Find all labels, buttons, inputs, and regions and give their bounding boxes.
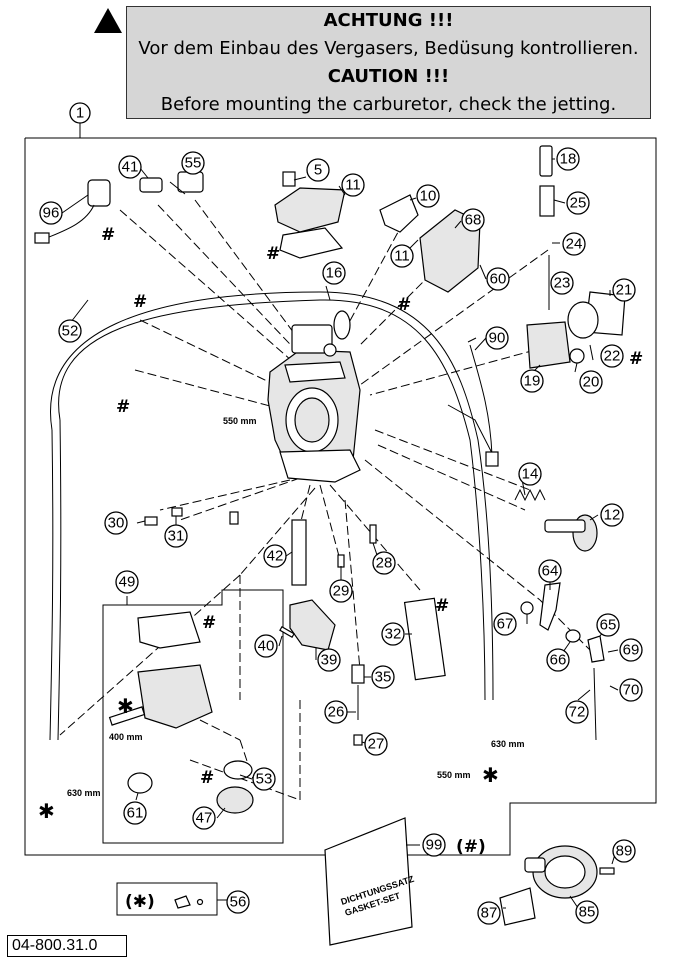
callout-47: 47 — [196, 810, 213, 827]
accelerator-pump — [526, 321, 571, 369]
callout-26: 26 — [328, 704, 345, 721]
asterisk-mark: ✱ — [482, 763, 499, 787]
callout-18: 18 — [560, 151, 577, 168]
caution-title-de: ACHTUNG !!! — [323, 10, 454, 31]
callout-87: 87 — [481, 905, 498, 922]
callout-32: 32 — [385, 626, 402, 643]
gasket-set-bag: DICHTUNGSSATZ GASKET-SET — [324, 817, 416, 946]
callout-35: 35 — [375, 669, 392, 686]
hash-mark: # — [397, 295, 411, 315]
callout-20: 20 — [583, 374, 600, 391]
callout-12: 12 — [604, 507, 621, 524]
callout-70: 70 — [623, 682, 640, 699]
document-code: 04-800.31.0 — [7, 935, 127, 957]
hash-mark: # — [200, 768, 214, 788]
callout-19: 19 — [524, 373, 541, 390]
length-label-630mm: 630 mm — [67, 788, 101, 798]
gasket-set-marker: (#) — [456, 837, 486, 857]
callout-66: 66 — [550, 652, 567, 669]
callout-25: 25 — [570, 195, 587, 212]
length-label-550mm: 550 mm — [223, 416, 257, 426]
callout-69: 69 — [623, 642, 640, 659]
callout-21: 21 — [616, 282, 633, 299]
hash-mark: # — [101, 225, 115, 245]
callout-31: 31 — [168, 528, 185, 545]
asterisk-mark: ✱ — [38, 799, 55, 823]
float-bowl-frame — [102, 589, 284, 844]
hash-mark: # — [133, 292, 147, 312]
hash-mark: # — [116, 397, 130, 417]
callout-24: 24 — [566, 236, 583, 253]
callout-22: 22 — [604, 348, 621, 365]
callout-28: 28 — [376, 555, 393, 572]
hash-mark: # — [435, 596, 449, 616]
callout-39: 39 — [321, 652, 338, 669]
callout-5: 5 — [314, 162, 322, 179]
gasket-markers: # # # # # # # # # (#) — [101, 225, 643, 857]
callout-96: 96 — [43, 205, 60, 222]
throttle-sensor — [34, 179, 111, 244]
caution-text-en: Before mounting the carburetor, check th… — [160, 94, 617, 115]
callout-1: 1 — [76, 105, 84, 122]
main-frame — [24, 137, 657, 856]
hash-mark: # — [202, 613, 216, 633]
callout-68: 68 — [465, 212, 482, 229]
length-label-630mm: 630 mm — [491, 739, 525, 749]
float-bowl — [108, 611, 254, 814]
callout-55: 55 — [185, 155, 202, 172]
length-label-400mm: 400 mm — [109, 732, 143, 742]
callout-10: 10 — [420, 188, 437, 205]
callout-11-top: 11 — [345, 177, 361, 194]
callout-41: 41 — [122, 159, 139, 176]
callout-30: 30 — [108, 515, 125, 532]
caution-box: ACHTUNG !!! Vor dem Einbau des Vergasers… — [126, 6, 651, 119]
callout-40: 40 — [258, 638, 275, 655]
top-cover — [274, 187, 346, 233]
callout-14: 14 — [522, 466, 539, 483]
float — [289, 599, 336, 651]
hash-mark: # — [629, 349, 643, 369]
callout-72: 72 — [569, 704, 586, 721]
callout-53: 53 — [256, 771, 273, 788]
throttle-lever — [539, 582, 561, 631]
small-parts-marker: (✱) — [125, 892, 155, 912]
intake-clamp — [499, 845, 615, 926]
callout-61: 61 — [127, 805, 144, 822]
warning-triangle-icon — [94, 8, 122, 33]
callout-16: 16 — [326, 265, 343, 282]
callout-56: 56 — [230, 894, 247, 911]
callout-29: 29 — [333, 583, 350, 600]
asterisk-mark: ✱ — [117, 694, 134, 718]
callout-27: 27 — [368, 736, 385, 753]
small-parts-box — [116, 882, 218, 916]
callout-49: 49 — [119, 574, 136, 591]
callout-52: 52 — [62, 323, 79, 340]
callout-11-lower: 11 — [394, 248, 410, 265]
caution-text-de: Vor dem Einbau des Vergasers, Bedüsung k… — [138, 38, 639, 59]
throttle-cable — [469, 344, 493, 456]
callout-64: 64 — [542, 563, 559, 580]
callout-42: 42 — [267, 548, 284, 565]
callout-89: 89 — [616, 843, 633, 860]
throttle-cover — [419, 209, 481, 293]
callout-90: 90 — [489, 330, 506, 347]
part-callouts: 1 41 55 5 11 10 11 68 60 16 18 25 24 23 … — [39, 102, 643, 925]
callout-60: 60 — [490, 271, 507, 288]
length-label-550mm: 550 mm — [437, 770, 471, 780]
caution-title-en: CAUTION !!! — [327, 66, 450, 87]
callout-23: 23 — [554, 275, 571, 292]
callout-67: 67 — [497, 616, 514, 633]
callout-85: 85 — [579, 904, 596, 921]
hash-mark: # — [266, 244, 280, 264]
carburetor-body — [267, 310, 361, 483]
callout-65: 65 — [600, 617, 617, 634]
callout-99: 99 — [426, 837, 443, 854]
